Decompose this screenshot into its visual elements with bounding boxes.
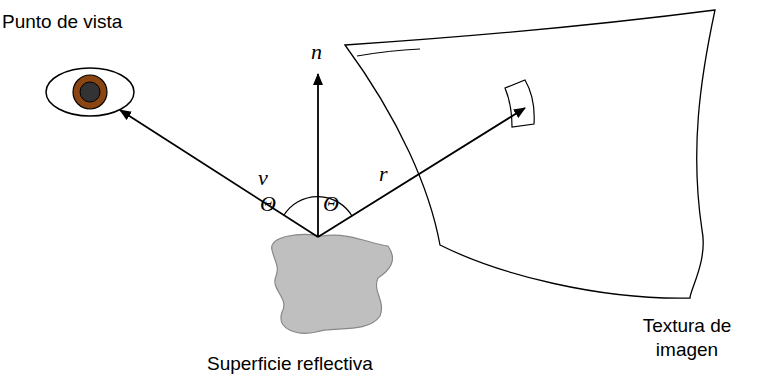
eye-pupil xyxy=(80,82,100,102)
texture-fold xyxy=(357,49,420,56)
eye-outline xyxy=(46,68,134,116)
eye-iris xyxy=(73,75,107,109)
vector-label: v xyxy=(258,164,268,192)
texture-sample xyxy=(505,80,534,127)
angle-label: Θ xyxy=(323,190,339,218)
image-texture xyxy=(345,10,715,298)
viewpoint-label: Punto de vista xyxy=(2,10,122,34)
normal-vector xyxy=(317,74,319,237)
angle-label: Θ xyxy=(260,190,276,218)
angle-arc xyxy=(284,197,352,216)
vector-label: n xyxy=(311,38,322,66)
vector-label: r xyxy=(379,160,388,188)
reflection-vector xyxy=(318,108,525,237)
texture-label: Textura de imagen xyxy=(617,314,757,362)
surface-label: Superficie reflectiva xyxy=(207,352,373,376)
view-vector xyxy=(120,110,318,237)
reflective-surface xyxy=(272,235,393,334)
